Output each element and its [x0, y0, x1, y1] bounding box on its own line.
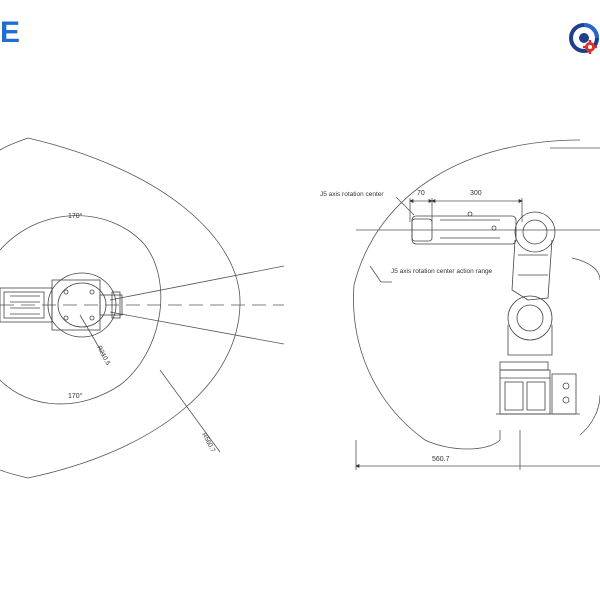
side-inner-range-right [571, 257, 600, 281]
inner-radius-label: R210.5 [95, 345, 111, 367]
robot-side-body [411, 211, 580, 415]
top-angle-label: 170° [68, 212, 83, 220]
j5-center-label: J5 axis rotation center [320, 191, 384, 198]
base-dim-label: 560.7 [432, 456, 450, 463]
dim-70-label: 70 [417, 190, 425, 197]
side-inner-range-bottom [579, 394, 600, 436]
outer-reach-arc-top [0, 137, 29, 151]
beam-upper-line [109, 265, 285, 301]
outer-reach-arc [27, 137, 241, 479]
top-view [0, 137, 285, 479]
j5-range-label: J5 axis rotation center action range [391, 268, 493, 275]
inner-reach-arc [0, 215, 162, 405]
outer-radius-leader [159, 369, 221, 453]
outer-radius-label: R560.7 [200, 432, 216, 454]
outer-reach-arc-bottom [0, 469, 29, 479]
side-view [353, 139, 600, 470]
dim-300-label: 300 [470, 190, 482, 197]
side-outer-range-lower [353, 284, 501, 450]
robot-top-body [0, 272, 123, 338]
j5-center-leader [395, 196, 415, 216]
side-outer-range-arc [353, 139, 581, 286]
gear-logo-icon [569, 23, 599, 54]
brand-wordmark-fragment: E [0, 16, 21, 49]
beam-lower-line [109, 311, 285, 345]
bottom-angle-label: 170° [68, 392, 83, 400]
j5-range-leader [369, 265, 382, 283]
